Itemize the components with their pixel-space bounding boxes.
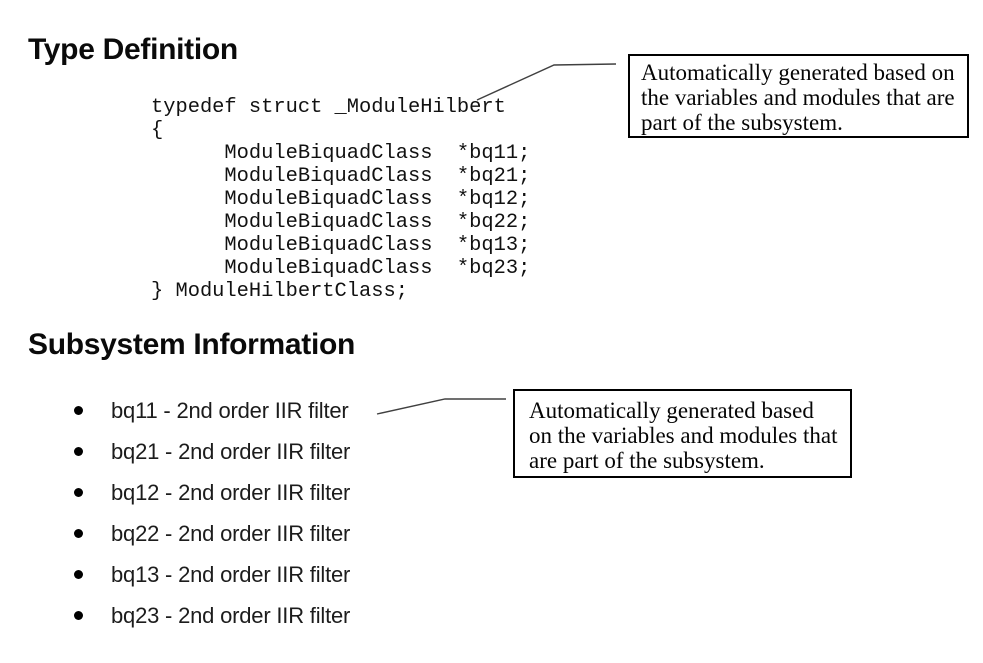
- list-item: bq13 - 2nd order IIR filter: [74, 563, 350, 587]
- list-item-label: bq23 - 2nd order IIR filter: [111, 603, 351, 628]
- subsystem-module-list: bq11 - 2nd order IIR filter bq21 - 2nd o…: [74, 399, 350, 645]
- list-item: bq11 - 2nd order IIR filter: [74, 399, 350, 423]
- leader-line-subsystem-information: [376, 398, 506, 415]
- subsystem-information-heading: Subsystem Information: [28, 328, 356, 361]
- type-definition-callout-text: Automatically generated based on the var…: [641, 60, 955, 135]
- bullet-icon: [74, 529, 83, 538]
- bullet-icon: [74, 406, 83, 415]
- type-definition-code-block: typedef struct _ModuleHilbert { ModuleBi…: [151, 96, 531, 303]
- bullet-icon: [74, 488, 83, 497]
- list-item-label: bq11 - 2nd order IIR filter: [111, 398, 349, 423]
- type-definition-heading: Type Definition: [28, 33, 238, 66]
- subsystem-information-callout-text: Automatically generated based on the var…: [529, 398, 838, 473]
- list-item: bq22 - 2nd order IIR filter: [74, 522, 350, 546]
- bullet-icon: [74, 447, 83, 456]
- list-item: bq21 - 2nd order IIR filter: [74, 440, 350, 464]
- bullet-icon: [74, 611, 83, 620]
- list-item: bq12 - 2nd order IIR filter: [74, 481, 350, 505]
- bullet-icon: [74, 570, 83, 579]
- subsystem-information-callout-box: Automatically generated based on the var…: [513, 389, 852, 478]
- list-item-label: bq22 - 2nd order IIR filter: [111, 521, 351, 546]
- type-definition-callout-box: Automatically generated based on the var…: [628, 54, 969, 138]
- list-item: bq23 - 2nd order IIR filter: [74, 604, 350, 628]
- list-item-label: bq12 - 2nd order IIR filter: [111, 480, 351, 505]
- list-item-label: bq13 - 2nd order IIR filter: [111, 562, 351, 587]
- leader-line-type-definition: [476, 63, 617, 101]
- list-item-label: bq21 - 2nd order IIR filter: [111, 439, 351, 464]
